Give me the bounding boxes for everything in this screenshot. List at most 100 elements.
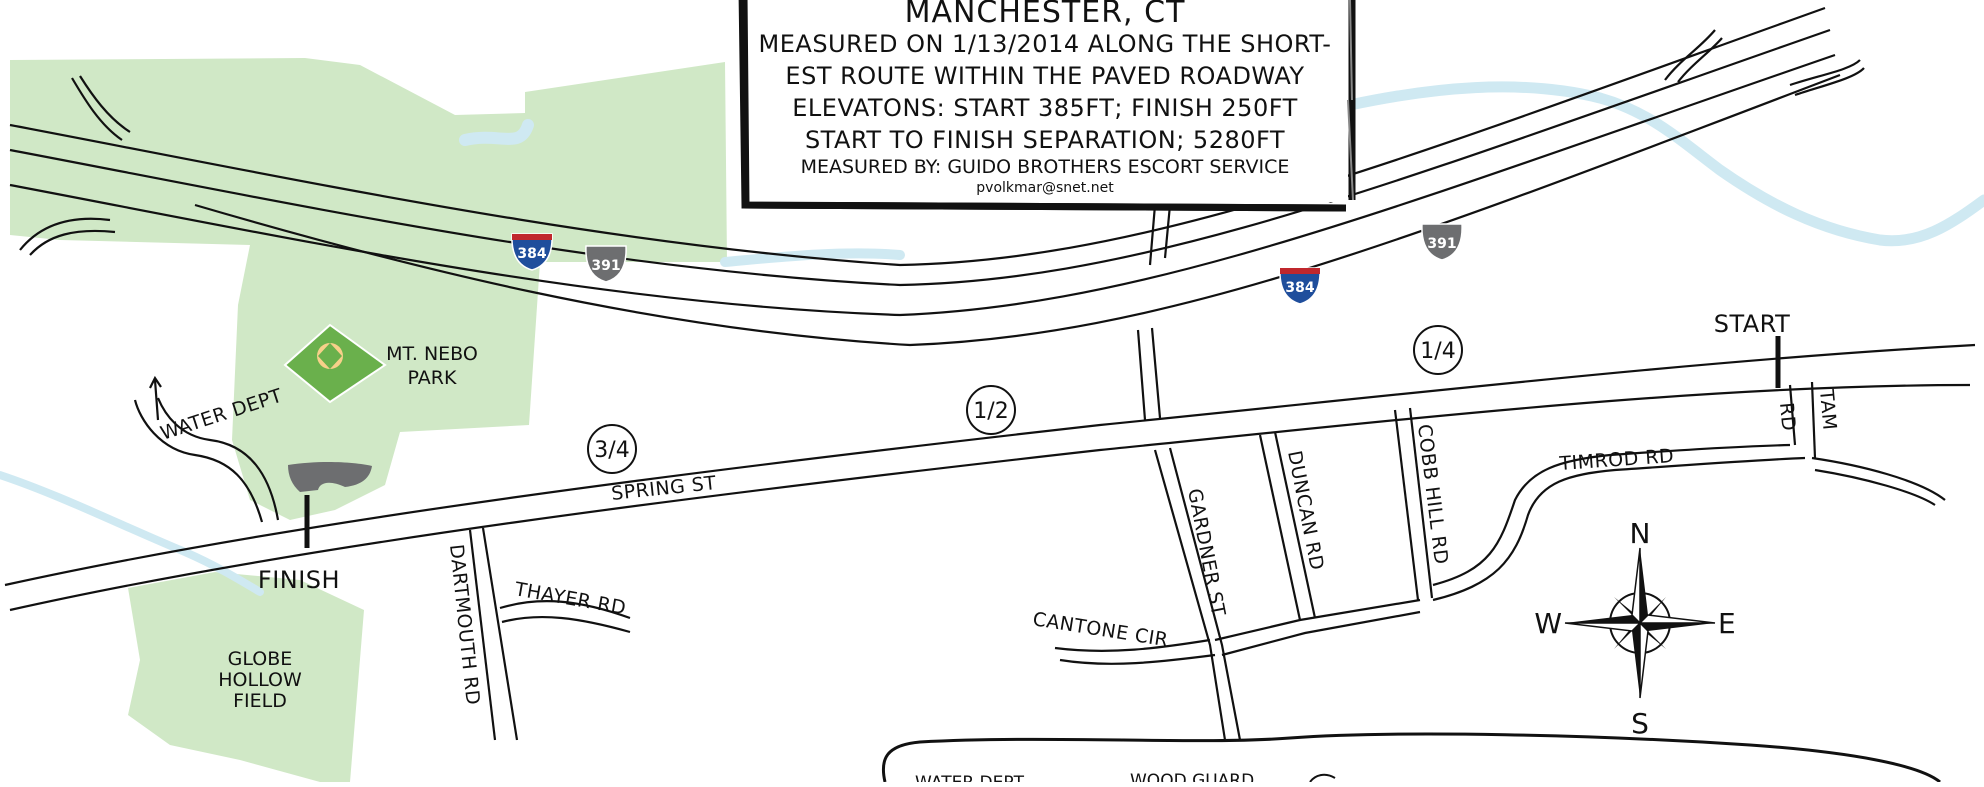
ramp-ne: [1664, 29, 1716, 81]
info-box-border: [740, 0, 1347, 212]
duncan-rd-label: DUNCAN RD: [1283, 449, 1328, 573]
mile-marker-three-quarter-circle: [587, 424, 637, 474]
ramp-ne-2: [1677, 37, 1723, 83]
i384-shield-east-band: [1280, 268, 1320, 274]
legend-wood-guard: WOOD GUARD: [1130, 771, 1254, 782]
mile-marker-quarter-circle: [1413, 325, 1463, 375]
thayer-rd-label: THAYER RD: [512, 578, 628, 619]
mile-markers: 1/4 1/2 3/4: [587, 325, 1463, 474]
mt-nebo-park-label-1: MT. NEBO: [386, 343, 478, 365]
gardner-st-east: [1168, 447, 1242, 741]
mt-nebo-park-label-2: PARK: [408, 367, 457, 389]
timrod-rd-north: [1432, 443, 1791, 587]
info-box-line-2: EST ROUTE WITHIN THE PAVED ROADWAY: [785, 62, 1304, 90]
i391-shield-west-text: 391: [591, 258, 620, 274]
ramp-east: [1789, 59, 1861, 87]
cobb-hill-rd-west: [1393, 409, 1420, 601]
start-label: START: [1714, 310, 1791, 338]
i391-shield-west-body: [585, 245, 627, 283]
duncan-rd-east: [1273, 431, 1317, 619]
compass-rose-icon: N S E W: [1534, 517, 1735, 740]
spring-st-north-edge: [4, 343, 1976, 587]
interstate-edge-2: [9, 28, 1831, 287]
tam-rd-east: [1810, 381, 1817, 459]
mile-marker-half-circle: [966, 385, 1016, 435]
timrod-rd-label: TIMROD RD: [1558, 445, 1675, 475]
ramp-west: [19, 217, 111, 251]
spring-st-south-edge: [9, 383, 1971, 612]
ramp-east-2: [1794, 67, 1865, 97]
globe-hollow-label-3: FIELD: [233, 690, 287, 712]
water-dept-arrow: [149, 375, 162, 421]
i384-shield-west-band: [512, 234, 552, 240]
roads-layer: [4, 204, 1976, 741]
i391-shield-west: 391: [585, 245, 627, 283]
ramp-west-2: [29, 229, 116, 256]
cobb-hill-rd-east: [1408, 407, 1434, 599]
cantone-cir-north: [1054, 638, 1211, 652]
rd-label: RD: [1775, 402, 1799, 433]
ramp-nw: [71, 77, 123, 141]
i384-shield-east-body: [1279, 267, 1321, 305]
course-marks: START FINISH: [258, 310, 1790, 594]
thayer-rd-south: [501, 615, 631, 634]
gardner-st-west: [1153, 449, 1227, 741]
info-box-email: pvolkmar@snet.net: [976, 180, 1114, 196]
water-dept-building: [288, 462, 372, 492]
water-dept-road-outer: [133, 399, 264, 523]
mile-marker-quarter: 1/4: [1420, 339, 1455, 364]
compass-n: N: [1630, 517, 1651, 550]
compass-diag-points: [1614, 597, 1666, 649]
compass-e: E: [1718, 607, 1736, 640]
central-overpass-east: [1150, 204, 1172, 419]
baseball-field-icon: [283, 323, 387, 404]
info-box: MANCHESTER, CT MEASURED ON 1/13/2014 ALO…: [738, 0, 1356, 212]
i384-shield-east: 384: [1279, 267, 1321, 305]
info-box-line-5: MEASURED BY: GUIDO BROTHERS ESCORT SERVI…: [801, 156, 1290, 178]
central-overpass-west: [1136, 204, 1157, 421]
interstate-edge-1: [9, 6, 1826, 267]
info-box-line-3: ELEVATONS: START 385FT; FINISH 250FT: [792, 94, 1298, 122]
river-layer: [0, 81, 1984, 596]
mt-nebo-park-area: [10, 58, 727, 520]
tam-label: TAM: [1815, 388, 1841, 432]
thayer-rd-north: [499, 600, 631, 620]
poi-labels: MT. NEBO PARK GLOBE HOLLOW FIELD: [218, 343, 478, 712]
i391-shield-east: 391: [1421, 223, 1463, 261]
i384-shield-west: 384: [511, 233, 553, 271]
legend-frame: [881, 732, 1941, 784]
river-mid: [720, 248, 905, 267]
mile-marker-three-quarter: 3/4: [594, 438, 629, 463]
dartmouth-rd-west: [468, 529, 497, 741]
river-east: [1344, 81, 1984, 247]
info-box-fill: [748, 0, 1348, 202]
gardner-st-label: GARDNER ST: [1183, 487, 1229, 619]
compass-s: S: [1631, 707, 1649, 740]
river-north: [459, 119, 534, 146]
cantone-cir-south: [1059, 653, 1216, 665]
compass-w: W: [1534, 607, 1562, 640]
river-west: [0, 471, 264, 596]
ramp-nw-2: [79, 75, 131, 133]
interstate-edge-3: [9, 53, 1836, 317]
interstate-shields: 384 391 384 391: [511, 223, 1463, 305]
interstate-layer: [9, 6, 1865, 347]
i384-shield-west-text: 384: [517, 246, 546, 262]
timrod-rd-south: [1432, 456, 1806, 602]
interstate-edge-4: [194, 73, 1841, 347]
cantone-cir-label: CANTONE CIR: [1031, 608, 1170, 651]
globe-hollow-label-1: GLOBE: [228, 648, 293, 670]
globe-hollow-label-2: HOLLOW: [218, 669, 302, 691]
duncan-rd-west: [1258, 434, 1302, 621]
baseball-field-diamond: [318, 343, 342, 369]
info-box-line-4: START TO FINISH SEPARATION; 5280FT: [805, 126, 1285, 154]
water-dept-road-inner: [156, 397, 280, 521]
parks-layer: [10, 58, 727, 782]
connector-road: [1214, 598, 1421, 657]
i391-shield-east-text: 391: [1427, 236, 1456, 252]
i384-shield-west-body: [511, 233, 553, 271]
tam-rd-west: [1788, 384, 1797, 446]
info-box-border-right: [1347, 0, 1354, 201]
